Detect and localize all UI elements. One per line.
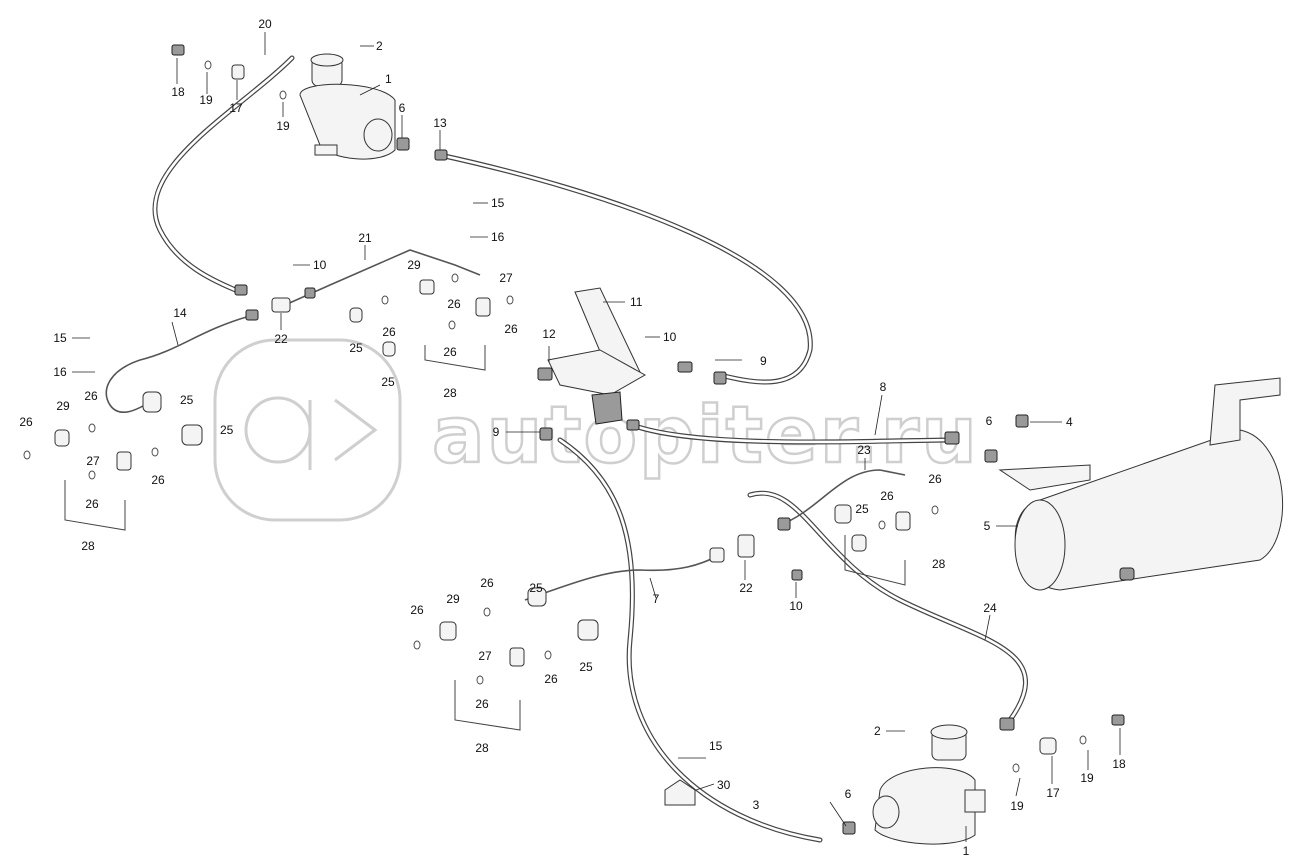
callout-label: 25 xyxy=(579,660,593,674)
callout-label: 15 xyxy=(491,196,505,210)
callout-label: 6 xyxy=(399,101,406,115)
callout-label: 30 xyxy=(717,778,731,792)
callout-label: 19 xyxy=(276,119,290,133)
callout-numbers: 20 2 1 18 19 17 19 6 13 15 16 21 10 29 2… xyxy=(19,17,1126,858)
callout-label: 9 xyxy=(760,354,767,368)
callout-label: 2 xyxy=(874,724,881,738)
callout-label: 19 xyxy=(1080,771,1094,785)
callout-label: 26 xyxy=(19,415,33,429)
callout-label: 16 xyxy=(491,230,505,244)
callout-label: 8 xyxy=(880,380,887,394)
callout-label: 26 xyxy=(480,576,494,590)
callout-label: 26 xyxy=(504,322,518,336)
callout-label: 12 xyxy=(542,327,556,341)
callout-label: 11 xyxy=(630,295,643,309)
callout-label: 10 xyxy=(663,330,677,344)
brake-fluid-reservoir-bottom xyxy=(872,724,986,845)
callout-label: 26 xyxy=(382,325,396,339)
callout-label: 10 xyxy=(789,599,803,613)
callout-label: 18 xyxy=(1112,757,1126,771)
callout-label: 22 xyxy=(274,332,288,346)
callout-label: 20 xyxy=(258,17,272,31)
callout-label: 17 xyxy=(1046,786,1060,800)
watermark-logo xyxy=(213,338,402,522)
callout-label: 26 xyxy=(475,697,489,711)
callout-label: 19 xyxy=(1010,799,1024,813)
callout-label: 15 xyxy=(709,739,723,753)
brackets-28 xyxy=(64,345,906,731)
callout-label: 26 xyxy=(443,345,457,359)
brake-fluid-reservoir-top xyxy=(299,53,396,160)
callout-label: 19 xyxy=(199,93,213,107)
callout-label: 26 xyxy=(447,297,461,311)
callout-label: 25 xyxy=(220,423,234,437)
callout-label: 23 xyxy=(857,443,871,457)
callout-label: 6 xyxy=(986,414,993,428)
callout-label: 25 xyxy=(180,393,194,407)
callout-label: 18 xyxy=(171,85,185,99)
callout-label: 1 xyxy=(385,72,392,86)
air-tank xyxy=(998,377,1284,591)
callout-label: 27 xyxy=(478,649,492,663)
callout-label: 28 xyxy=(443,386,457,400)
brake-pedal xyxy=(537,287,647,425)
callout-label: 13 xyxy=(433,116,447,130)
callout-label: 16 xyxy=(53,365,67,379)
callout-label: 26 xyxy=(928,472,942,486)
callout-label: 3 xyxy=(753,798,760,812)
callout-label: 29 xyxy=(407,258,421,272)
sealing-rings xyxy=(23,60,1087,773)
callout-label: 25 xyxy=(349,341,363,355)
hoses xyxy=(105,55,1028,843)
callout-label: 25 xyxy=(381,375,395,389)
callout-label: 10 xyxy=(313,258,327,272)
callout-label: 26 xyxy=(85,497,99,511)
callout-label: 9 xyxy=(493,425,500,439)
callout-label: 26 xyxy=(151,473,165,487)
callout-label: 25 xyxy=(855,502,869,516)
callout-label: 15 xyxy=(53,331,67,345)
callout-label: 4 xyxy=(1066,415,1073,429)
callout-label: 26 xyxy=(880,489,894,503)
callout-label: 22 xyxy=(739,581,753,595)
callout-label: 24 xyxy=(983,601,997,615)
callout-label: 7 xyxy=(653,592,660,606)
callout-label: 26 xyxy=(410,603,424,617)
callout-label: 6 xyxy=(845,787,852,801)
callout-label: 27 xyxy=(499,271,513,285)
callout-label: 29 xyxy=(56,399,70,413)
leader-lines xyxy=(72,32,1121,842)
callout-label: 2 xyxy=(376,39,383,53)
callout-label: 26 xyxy=(84,389,98,403)
callout-label: 28 xyxy=(475,741,489,755)
callout-label: 5 xyxy=(984,519,991,533)
callout-label: 26 xyxy=(544,672,558,686)
callout-label: 28 xyxy=(81,539,95,553)
callout-label: 14 xyxy=(173,306,187,320)
fittings xyxy=(54,44,1125,835)
callout-label: 1 xyxy=(963,844,970,858)
callout-label: 27 xyxy=(86,454,100,468)
callout-label: 21 xyxy=(358,231,372,245)
callout-label: 29 xyxy=(446,592,460,606)
callout-label: 25 xyxy=(529,581,543,595)
callout-label: 28 xyxy=(932,557,946,571)
callout-label: 17 xyxy=(229,101,243,115)
